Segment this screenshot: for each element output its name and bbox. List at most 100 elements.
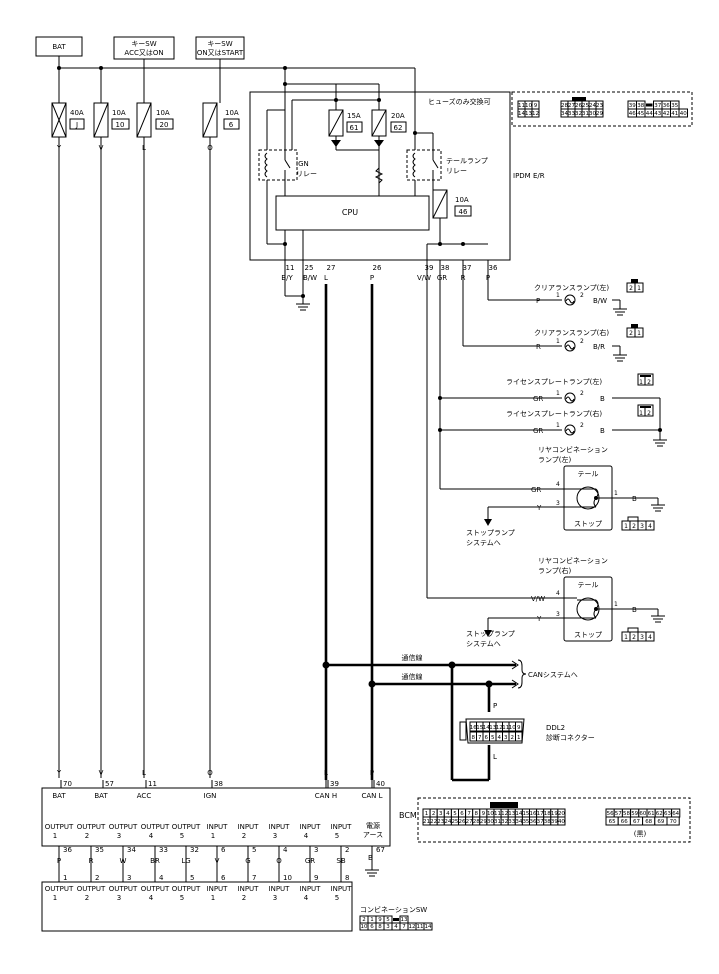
ipdm-conn-a-top-pin-1: 10 xyxy=(525,103,532,109)
bcm-conn-a-bot-pin-4: 25 xyxy=(451,819,458,825)
source-key-on: キーSW ON又はSTART xyxy=(195,36,245,60)
ign-relay-label-2: リレー xyxy=(296,170,317,178)
clearance-left-p1: 1 xyxy=(556,292,560,299)
ipdm-conn-a-bot-pin-2: 12 xyxy=(532,111,539,117)
combo-sw-conn-top-pin-5: 13 xyxy=(401,917,408,923)
ipdm-conn-c-bot-pin-6: 40 xyxy=(680,111,687,117)
ipdm-pin-36: 36 xyxy=(489,264,498,272)
bcm-io-color-9: SB xyxy=(336,857,345,865)
fuse-15a-amp: 15A xyxy=(347,112,361,120)
bcm-conn-a-bot-pin-12: 33 xyxy=(508,819,515,825)
bcm-top-label-2: ACC xyxy=(137,792,152,800)
ipdm-pin-39: 39 xyxy=(425,264,434,272)
combo-sw-pin-2: 3 xyxy=(127,874,131,882)
combo-sw-pin-9: 8 xyxy=(345,874,349,882)
license-left-label: ライセンスプレートランプ(左) xyxy=(506,377,602,386)
ipdm-er: ヒューズのみ交換可 IPDM E/R 15A 61 20A 62 xyxy=(249,66,545,261)
ipdm-conn-c-bot-pin-2: 44 xyxy=(646,111,653,117)
ipdm-wire-by: B/Y xyxy=(281,274,293,282)
ipdm-name: IPDM E/R xyxy=(513,172,545,180)
wire-o-label: O xyxy=(207,144,213,152)
license-right-p2: 2 xyxy=(580,422,584,429)
bcm-conn-b-top-pin-3: 59 xyxy=(631,811,638,817)
combo-sw-conn-bot-pin-0: 10 xyxy=(361,924,368,930)
ipdm-conn-b-bot-pin-5: 29 xyxy=(596,111,603,117)
bcm-conn-a-bot-pin-16: 37 xyxy=(537,819,544,825)
combo-sw-pin-1: 2 xyxy=(95,874,99,882)
fuse-10a-10: 10A 10 xyxy=(93,102,130,138)
bcm-io-num-2: 3 xyxy=(117,832,121,840)
bcm-conn-b-top-pin-0: 56 xyxy=(607,811,614,817)
ipdm-wire-p: P xyxy=(370,274,374,282)
can-line-label-2: 通信線 xyxy=(402,672,423,681)
license-left-p2: 2 xyxy=(580,390,584,397)
ddl-bot-pin-7: 1 xyxy=(517,735,521,741)
bcm-conn-b-top-pin-6: 62 xyxy=(656,811,663,817)
wire-v-label: V xyxy=(99,144,104,152)
clearance-right-conn-a: 2 xyxy=(629,330,633,337)
ipdm-conn-b-bot-pin-3: 31 xyxy=(582,111,589,117)
combo-sw-num-9: 5 xyxy=(335,894,339,902)
ddl-label-2: 診断コネクター xyxy=(546,733,595,742)
combo-sw-label-3: OUTPUT xyxy=(141,885,170,893)
bcm-conn-b-top-pin-1: 57 xyxy=(615,811,622,817)
bcm-name: BCM xyxy=(399,811,417,820)
wire-l-label: L xyxy=(142,144,146,152)
ipdm-pin-37: 37 xyxy=(463,264,472,272)
ddl-bot-pin-0: 8 xyxy=(472,735,476,741)
ipdm-pin-11: 11 xyxy=(286,264,295,272)
rear-right-stop-wire: Y xyxy=(536,615,542,623)
combo-sw-conn-top-blank-4 xyxy=(393,918,399,921)
combo-sw-conn-top-pin-0: 2 xyxy=(362,917,366,923)
bcm-top-wire-5: P xyxy=(370,769,374,777)
bcm-conn-a-bot-pin-8: 29 xyxy=(480,819,487,825)
bcm-io-color-8: GR xyxy=(305,857,315,865)
bcm-io-color-3: BR xyxy=(150,857,160,865)
rear-conn-pin-1-1: 2 xyxy=(632,634,636,641)
bcm-io-pin-8: 3 xyxy=(314,846,318,854)
fuse-10a-20-amp: 10A xyxy=(156,109,170,117)
bcm-top-label-3: IGN xyxy=(204,792,217,800)
bcm-io-color-5: V xyxy=(215,857,220,865)
bcm-io-label-6: INPUT xyxy=(238,823,260,831)
bcm-conn-a-bot-pin-18: 39 xyxy=(551,819,558,825)
combo-sw-conn-top-pin-1: 1 xyxy=(370,917,374,923)
bcm-conn-a-bot-pin-11: 32 xyxy=(501,819,508,825)
bcm-conn-a-top-pin-8: 9 xyxy=(482,811,486,817)
bcm-conn-a-bot-pin-0: 21 xyxy=(423,819,430,825)
ddl-wire-p: P xyxy=(493,702,497,710)
ipdm-conn-b-top-pin-2: 26 xyxy=(575,103,582,109)
rear-right-gnd-wire: B xyxy=(632,606,637,614)
bcm-io-color-4: LG xyxy=(181,857,190,865)
bcm-conn-b-top-pin-8: 64 xyxy=(672,811,679,817)
ipdm-conn-c-top-blank-2 xyxy=(646,103,653,107)
bcm-top-label-0: BAT xyxy=(52,792,66,800)
ipdm-wire-bw: B/W xyxy=(303,274,317,282)
bcm-io-label-0: OUTPUT xyxy=(45,823,74,831)
bcm-conn-a-top-pin-5: 6 xyxy=(460,811,464,817)
ipdm-conn-b-bot-pin-2: 32 xyxy=(575,111,582,117)
ipdm-wire-vw: V/W xyxy=(417,274,431,282)
bcm-io-label-1: OUTPUT xyxy=(77,823,106,831)
clearance-right-conn-b: 1 xyxy=(637,330,641,337)
bcm-conn-a-top-pin-17: 18 xyxy=(544,811,551,817)
combo-sw-conn-bot-pin-2: 8 xyxy=(378,924,382,930)
bcm-conn-a-bot-pin-7: 28 xyxy=(473,819,480,825)
bcm-top-wire-2: L xyxy=(142,769,146,777)
can-line-label-1: 通信線 xyxy=(402,653,423,662)
rear-conn-pin-0-1: 2 xyxy=(632,523,636,530)
rear-conn-pin-1-0: 1 xyxy=(624,634,628,641)
bcm-io-pin-2: 34 xyxy=(127,846,136,854)
combo-sw-pin-6: 7 xyxy=(252,874,256,882)
bcm-conn-a-top-pin-7: 8 xyxy=(475,811,479,817)
rear-right-pin-tail: 4 xyxy=(556,590,560,597)
bcm-io-pin-5: 6 xyxy=(221,846,226,854)
bcm-conn-a-bot-pin-3: 24 xyxy=(444,819,451,825)
cpu-label: CPU xyxy=(342,208,358,217)
bcm-conn-a-top-pin-18: 19 xyxy=(551,811,558,817)
bcm-conn-a-top-pin-3: 4 xyxy=(446,811,450,817)
clearance-right-label: クリアランスランプ(右) xyxy=(534,328,609,337)
ipdm-pin-38: 38 xyxy=(441,264,450,272)
bcm-io-num-6: 2 xyxy=(242,832,246,840)
